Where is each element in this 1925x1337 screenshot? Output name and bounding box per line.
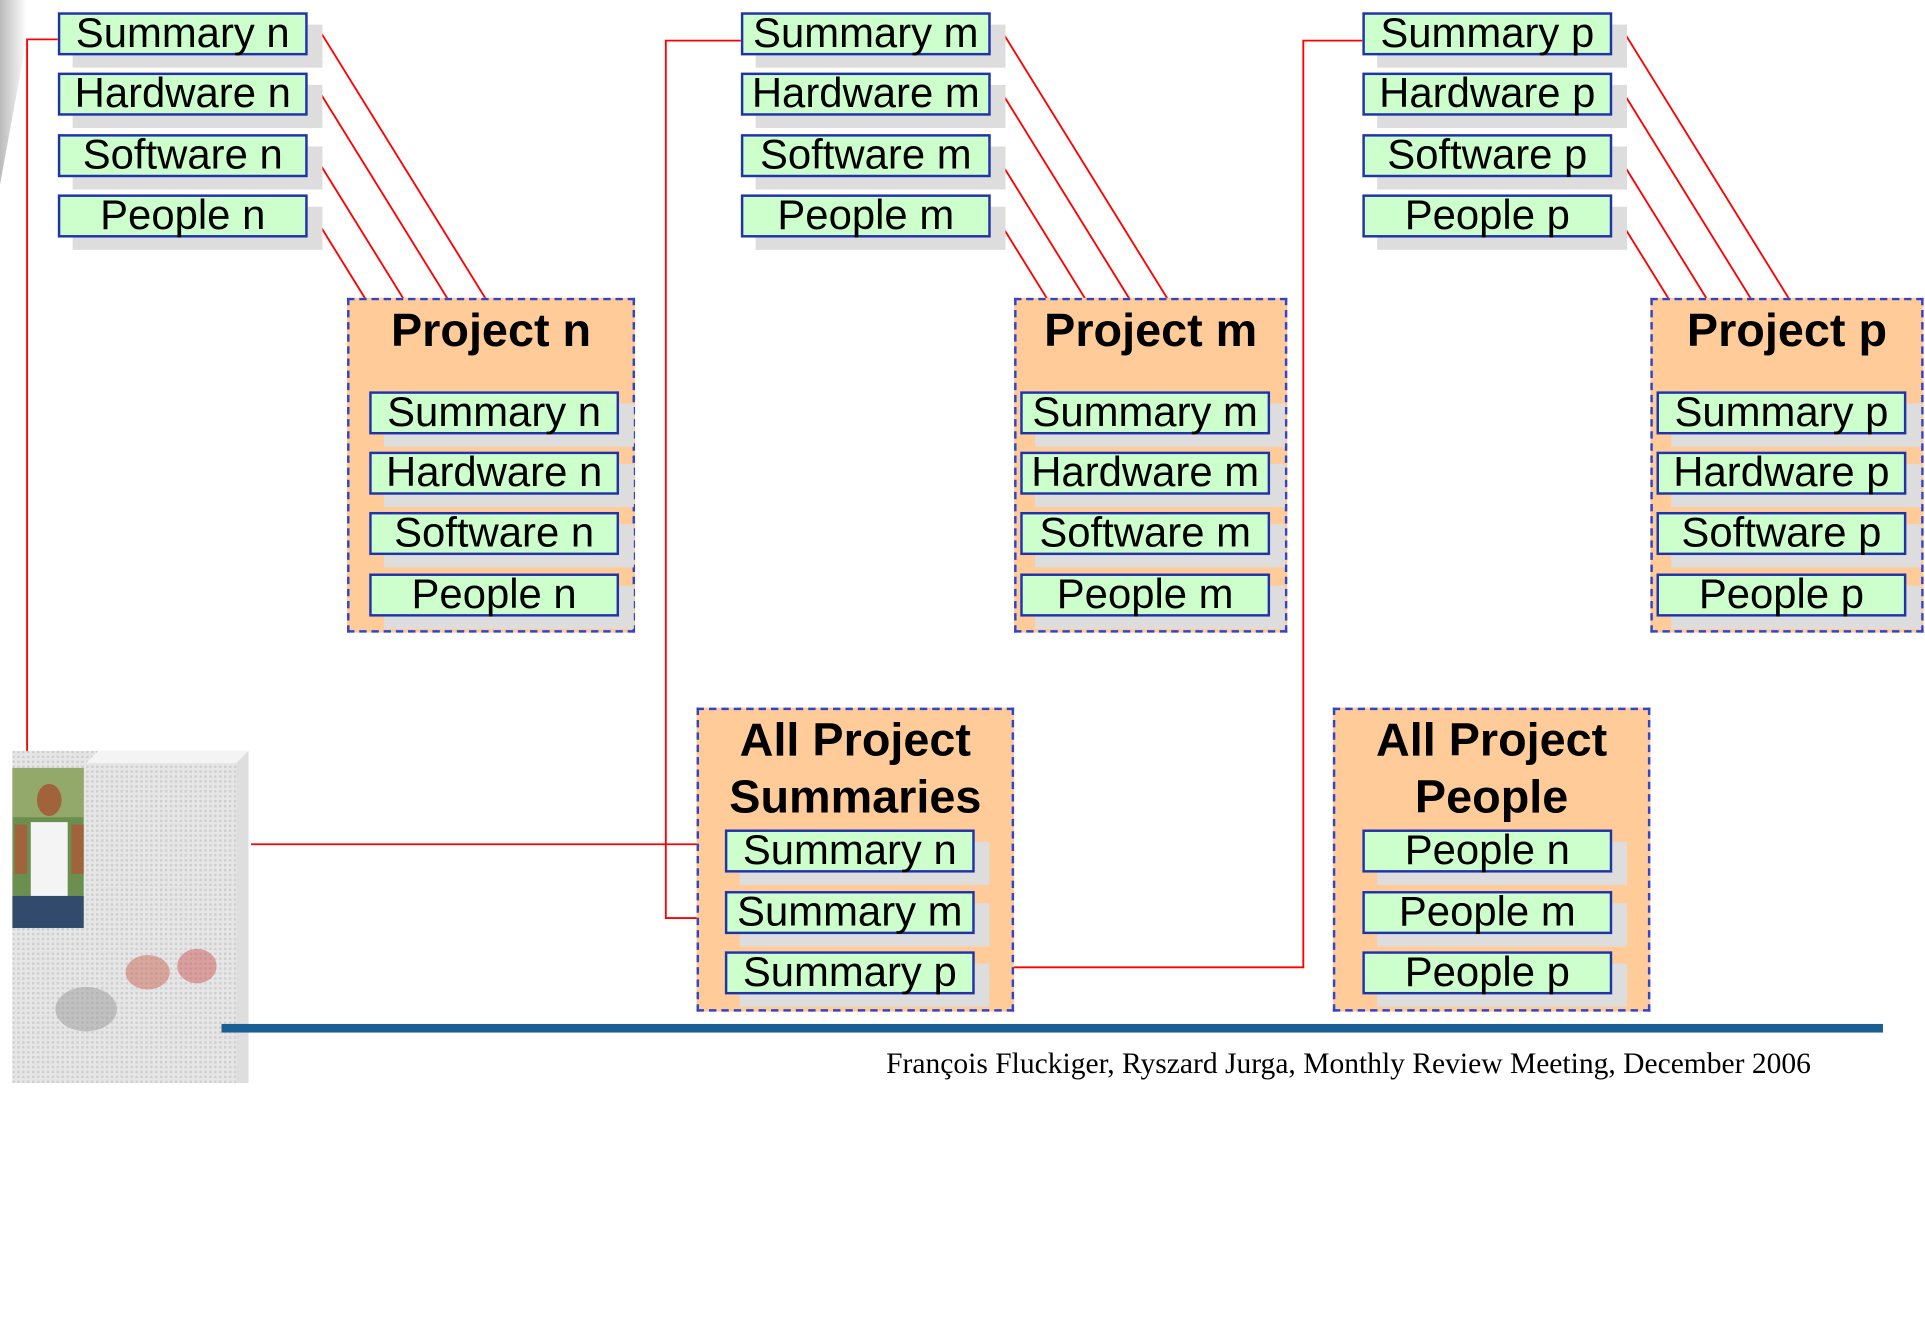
all-people-item-n[interactable]: People n	[1362, 829, 1613, 873]
project-p-title: Project p	[1686, 305, 1888, 357]
project-n-summary[interactable]: Summary n	[369, 391, 620, 435]
source-m-summary[interactable]: Summary m	[740, 12, 991, 56]
photo-collage-image	[12, 750, 249, 1084]
source-m-hardware[interactable]: Hardware m	[740, 72, 991, 116]
project-m-title: Project m	[1044, 305, 1258, 357]
project-n-people[interactable]: People n	[369, 574, 620, 617]
project-m-hardware[interactable]: Hardware m	[1020, 451, 1271, 495]
arrow-source-m-to-summaries	[664, 39, 741, 925]
project-p-summary[interactable]: Summary p	[1656, 391, 1907, 435]
footer-text: François Fluckiger, Ryszard Jurga, Month…	[886, 1048, 1811, 1081]
source-p-summary[interactable]: Summary p	[1362, 12, 1613, 56]
source-n-people[interactable]: People n	[57, 194, 308, 238]
all-summaries-title-line2: Summaries	[729, 771, 982, 824]
all-people-item-p[interactable]: People p	[1362, 951, 1613, 995]
all-people-title-line2: People	[1414, 771, 1569, 824]
photo-collage	[12, 750, 249, 1084]
source-p-hardware[interactable]: Hardware p	[1362, 72, 1613, 116]
project-p-software[interactable]: Software p	[1656, 511, 1907, 556]
source-m-people[interactable]: People m	[740, 194, 991, 238]
arrow-source-p-to-summaries	[985, 39, 1363, 974]
project-m-summary[interactable]: Summary m	[1020, 391, 1271, 435]
project-n-software[interactable]: Software n	[369, 511, 620, 556]
project-m-software[interactable]: Software m	[1020, 511, 1271, 556]
source-n-software[interactable]: Software n	[57, 134, 308, 178]
all-summaries-item-m[interactable]: Summary m	[724, 891, 975, 935]
project-p-hardware[interactable]: Hardware p	[1656, 451, 1907, 495]
all-people-title-line1: All Project	[1375, 715, 1608, 767]
project-n-hardware[interactable]: Hardware n	[369, 451, 620, 495]
project-p-people[interactable]: People p	[1656, 574, 1907, 617]
source-n-summary[interactable]: Summary n	[57, 12, 308, 56]
source-m-software[interactable]: Software m	[740, 134, 991, 178]
project-n-title: Project n	[390, 305, 592, 357]
all-summaries-item-n[interactable]: Summary n	[724, 829, 975, 873]
source-n-hardware[interactable]: Hardware n	[57, 72, 308, 116]
all-summaries-item-p[interactable]: Summary p	[724, 951, 975, 995]
source-p-software[interactable]: Software p	[1362, 134, 1613, 178]
all-summaries-title-line1: All Project	[739, 715, 971, 767]
all-people-item-m[interactable]: People m	[1362, 891, 1613, 935]
project-m-people[interactable]: People m	[1020, 574, 1271, 617]
footer-rule	[221, 1023, 1883, 1033]
source-p-people[interactable]: People p	[1362, 194, 1613, 238]
connector-photo-source-n	[26, 38, 58, 776]
